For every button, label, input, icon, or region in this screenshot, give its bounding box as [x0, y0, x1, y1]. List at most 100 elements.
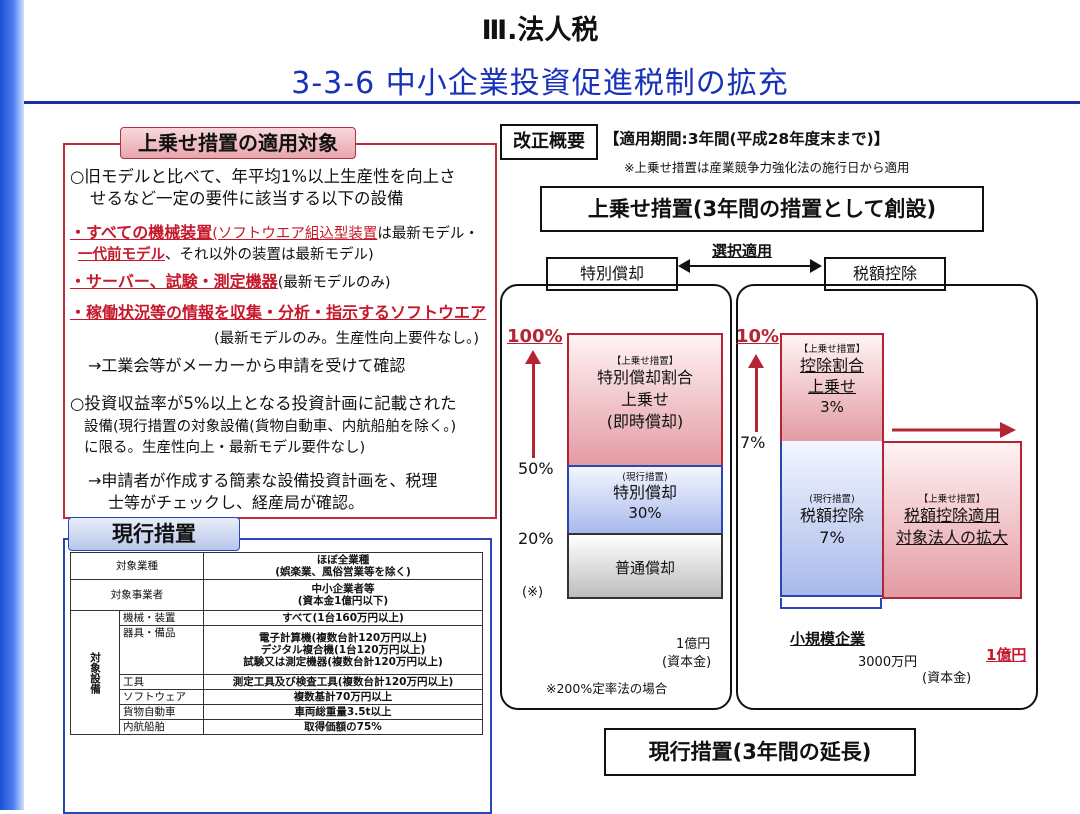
table-row: 工具 測定工具及び検査工具(複数台計120万円以上) — [71, 674, 483, 690]
bullet1-line1: ・すべての機械装置(ソフトウエア組込型装置は最新モデル・ — [70, 222, 479, 245]
kaisei-label: 改正概要 — [500, 124, 598, 160]
bar-special-depreciation: (現行措置) 特別償却 30% — [567, 465, 723, 535]
row-value-line2: (資本金1億円以下) — [297, 595, 389, 607]
row-value-line1: ほぼ全業種 — [316, 554, 370, 566]
bar-line1: 特別償却割合 — [596, 368, 693, 387]
bar-line1: 特別償却 — [612, 483, 677, 502]
row-value-line3: 試験又は測定機器(複数台計120万円以上) — [243, 656, 443, 668]
current-table: 対象業種 ほぼ全業種(娯楽業、風俗営業等を除く) 対象事業者 中小企業者等(資本… — [70, 552, 483, 735]
right-arrow-icon — [892, 422, 1016, 438]
current-extension-title: 現行措置(3年間の延長) — [604, 728, 916, 776]
table-row: 対象事業者 中小企業者等(資本金1億円以下) — [70, 579, 483, 611]
bar-bonus-depreciation: 【上乗せ措置】 特別償却割合 上乗せ (即時償却) — [567, 333, 723, 469]
bullet2: ・サーバー、試験・測定機器(最新モデルのみ) — [70, 271, 391, 294]
double-arrow-icon — [678, 259, 822, 273]
row-label: 対象業種 — [70, 552, 204, 580]
bullet1-line2: 一代前モデル、それ以外の装置は最新モデル) — [78, 244, 374, 266]
cap-1oku: 1億円 — [986, 646, 1027, 664]
bar-tag: 【上乗せ措置】 — [611, 356, 679, 367]
current-heading: 現行措置 — [68, 517, 240, 551]
arrow-note-2b: 士等がチェックし、経産局が確認。 — [108, 493, 365, 512]
cap-left-2: (資本金) — [662, 655, 712, 670]
bar-line1: 控除割合 — [799, 356, 864, 375]
tax-credit-panel — [736, 284, 1038, 710]
para2-line1: ○投資収益率が5%以上となる投資計画に記載された — [70, 394, 457, 413]
bracket-icon — [780, 598, 882, 609]
period: 【適用期間:3年間(平成28年度末まで)】 — [604, 130, 890, 148]
label-7pct: 7% — [740, 433, 766, 452]
chapter-title: Ⅲ.法人税 — [481, 15, 599, 46]
table-row: 内航船舶 取得価額の75% — [71, 719, 483, 735]
table-row: 対象業種 ほぼ全業種(娯楽業、風俗営業等を除く) — [70, 552, 483, 580]
table-row: 対象設備 機械・装置 すべて(1台160万円以上) — [70, 610, 483, 735]
bar-line2: 30% — [628, 504, 662, 522]
note-mark: (※) — [522, 585, 544, 600]
page-title: 3-3-6 中小企業投資促進税制の拡充 — [291, 66, 789, 101]
para2-line2: 設備(現行措置の対象設備(貨物自動車、内航船舶を除く。) — [84, 419, 457, 435]
row-value: 中小企業者等(資本金1億円以下) — [203, 579, 483, 611]
arrow-note-1: →工業会等がメーカーから申請を受けて確認 — [88, 356, 406, 375]
bullet1-red3: 一代前モデル — [78, 247, 165, 263]
bullet1-rest: は最新モデル・ — [377, 226, 479, 242]
bullet2-rest: (最新モデルのみ) — [277, 275, 391, 291]
label-100pct: 100% — [507, 326, 563, 347]
bar-line2: 7% — [819, 528, 845, 547]
left-accent-bar — [0, 0, 24, 810]
row-value-line1: 電子計算機(複数台計120万円以上) — [258, 632, 427, 644]
bar-tag: (現行措置) — [809, 494, 855, 505]
row-value-line2: デジタル複合機(1台120万円以上) — [260, 644, 426, 656]
label-20pct: 20% — [518, 529, 554, 548]
table-row: 貨物自動車 車両総重量3.5t以上 — [71, 704, 483, 720]
new-measure-title: 上乗せ措置(3年間の措置として創設) — [540, 186, 984, 232]
bullet1-red: ・すべての機械装置 — [70, 223, 213, 242]
tab-depreciation: 特別償却 — [546, 257, 678, 291]
para2-line3: に限る。生産性向上・最新モデル要件なし) — [84, 440, 366, 456]
period-note: ※上乗せ措置は産業競争力強化法の施行日から適用 — [624, 160, 910, 175]
row-label: ソフトウェア — [119, 689, 204, 705]
table-row: 器具・備品 電子計算機(複数台計120万円以上)デジタル複合機(1台120万円以… — [71, 625, 483, 675]
row-label: 貨物自動車 — [119, 704, 204, 720]
bar-credit-expansion: 【上乗せ措置】 税額控除適用 対象法人の拡大 — [882, 441, 1022, 599]
bar-tag: (現行措置) — [622, 472, 668, 483]
bullet3-red: ・稼働状況等の情報を収集・分析・指示するソフトウエア — [70, 303, 487, 322]
bar-line1: 税額控除 — [799, 506, 864, 525]
select-label: 選択適用 — [712, 242, 773, 260]
para1-line2: せるなど一定の要件に該当する以下の設備 — [90, 189, 404, 208]
title-divider — [24, 101, 1080, 104]
label-10pct: 10% — [736, 326, 780, 347]
bar-line2: 対象法人の拡大 — [895, 528, 1008, 547]
bar-line1: 税額控除適用 — [903, 506, 1000, 525]
bullet1-rest2: 、それ以外の装置は最新モデル) — [165, 247, 374, 263]
bar-line3: (即時償却) — [606, 412, 684, 431]
bar-credit-bonus: 【上乗せ措置】 控除割合 上乗せ 3% — [780, 333, 884, 445]
note-200: ※200%定率法の場合 — [546, 681, 668, 696]
bullet2-red: ・サーバー、試験・測定機器 — [70, 272, 278, 291]
row-label: 工具 — [119, 674, 204, 690]
cap-3000: 3000万円 — [858, 655, 918, 670]
row-label: 対象事業者 — [70, 579, 204, 611]
row-value: ほぼ全業種(娯楽業、風俗営業等を除く) — [203, 552, 483, 580]
up-arrow-left — [525, 350, 541, 458]
tab-tax-credit: 税額控除 — [824, 257, 946, 291]
row-label: 内航船舶 — [119, 719, 204, 735]
row-value: すべて(1台160万円以上) — [203, 610, 483, 626]
row-value-line2: (娯楽業、風俗営業等を除く) — [275, 566, 411, 578]
table-row: ソフトウェア 複数基計70万円以上 — [71, 689, 483, 705]
para1-line1: ○旧モデルと比べて、年平均1%以上生産性を向上さ — [70, 167, 456, 186]
row-label: 機械・装置 — [119, 610, 204, 626]
row-value: 複数基計70万円以上 — [203, 689, 483, 705]
small-biz-label: 小規模企業 — [790, 630, 866, 648]
bullet1-red2: (ソフトウエア組込型装置 — [212, 226, 378, 242]
equip-label: 対象設備 — [70, 610, 120, 735]
up-arrow-right — [748, 354, 764, 432]
row-value-line1: 中小企業者等 — [311, 583, 375, 595]
bar-normal-depreciation: 普通償却 — [567, 533, 723, 599]
bar-line1: 普通償却 — [614, 559, 675, 577]
bar-line2: 上乗せ — [620, 390, 669, 409]
row-value: 測定工具及び検査工具(複数台計120万円以上) — [203, 674, 483, 690]
arrow-note-2a: →申請者が作成する簡素な設備投資計画を、税理 — [88, 471, 438, 490]
cap-left-1: 1億円 — [676, 637, 711, 652]
row-value: 電子計算機(複数台計120万円以上)デジタル複合機(1台120万円以上)試験又は… — [203, 625, 483, 675]
bullet3: ・稼働状況等の情報を収集・分析・指示するソフトウエア — [70, 302, 486, 324]
bar-tag: 【上乗せ措置】 — [798, 344, 866, 355]
